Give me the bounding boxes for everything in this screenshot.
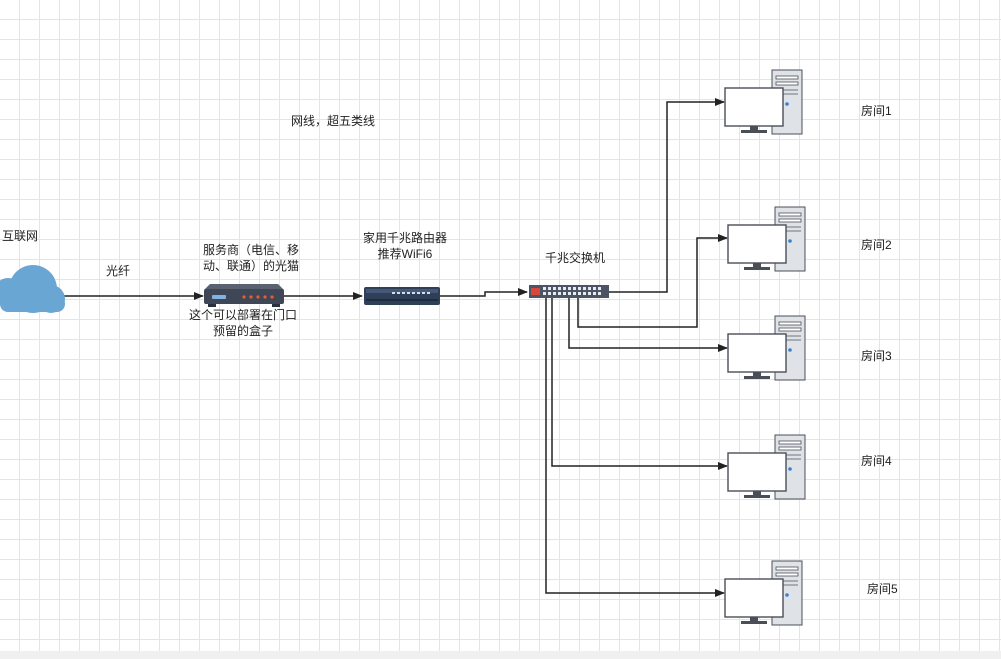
modem-note-line1: 这个可以部署在门口 [188, 308, 297, 322]
router-switch-line [440, 288, 528, 297]
room5-label: 房间5 [867, 582, 898, 596]
switch-label: 千兆交换机 [545, 251, 606, 265]
line-room2 [577, 234, 728, 328]
computer-icon [727, 206, 806, 272]
ethernet-label: 网线，超五类线 [291, 114, 376, 128]
modem-note: 这个可以部署在门口 预留的盒子 [178, 307, 308, 339]
computer-icon [727, 434, 806, 500]
modem-note-line2: 预留的盒子 [212, 324, 273, 338]
fiber-label: 光纤 [106, 264, 131, 278]
room4-label: 房间4 [861, 454, 892, 468]
modem-label: 服务商（电信、移 动、联通）的光猫 [186, 242, 316, 274]
computer-icon [727, 315, 806, 381]
modem-label-line1: 服务商（电信、移 [202, 243, 299, 257]
modem-label-line2: 动、联通）的光猫 [202, 259, 299, 273]
room3-label: 房间3 [861, 349, 892, 363]
line-room3 [568, 296, 728, 352]
switch-icon [529, 285, 609, 298]
room2-label: 房间2 [861, 238, 892, 252]
computer-icon [724, 69, 803, 135]
modem-icon [204, 284, 284, 307]
line-room5 [545, 296, 725, 597]
router-icon [364, 287, 440, 305]
cloud-icon [0, 265, 65, 313]
router-label-line2: 推荐WiFi6 [377, 247, 433, 261]
router-label: 家用千兆路由器 推荐WiFi6 [345, 230, 465, 262]
line-room1 [609, 98, 725, 293]
room1-label: 房间1 [861, 104, 892, 118]
line-room4 [551, 296, 728, 470]
internet-label: 互联网 [2, 229, 39, 243]
bottom-scroll-area [0, 651, 1001, 659]
router-label-line1: 家用千兆路由器 [362, 231, 447, 245]
computer-icon [724, 560, 803, 626]
connectors [47, 98, 728, 597]
